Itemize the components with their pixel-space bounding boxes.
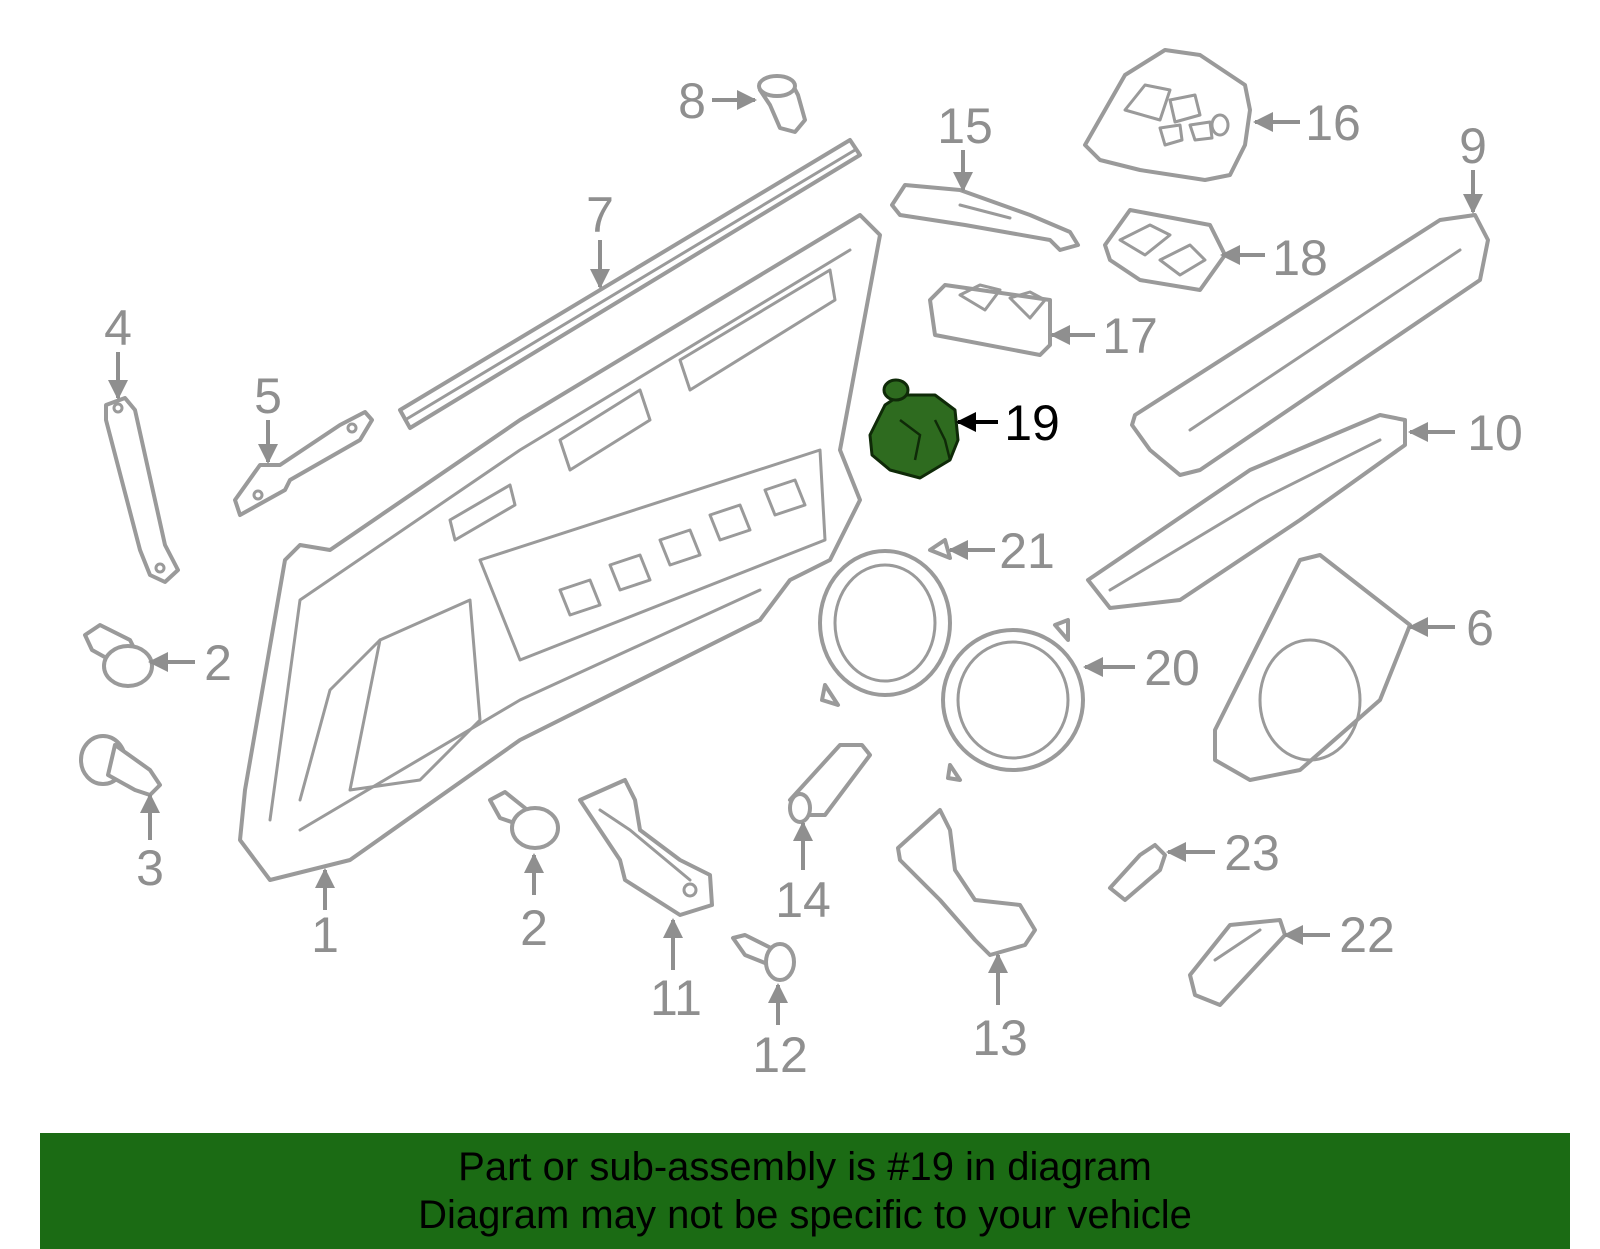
part-2-clip-bottom bbox=[488, 790, 560, 850]
callout-2-left: 2 bbox=[204, 635, 232, 691]
part-5-bracket bbox=[233, 410, 374, 517]
part-21-speaker-bracket bbox=[818, 538, 952, 707]
banner-line-part-number: Part or sub-assembly is #19 in diagram bbox=[458, 1145, 1152, 1189]
part-18-window-switch bbox=[1103, 208, 1227, 292]
part-20-speaker-bracket bbox=[941, 618, 1085, 782]
part-7-belt-moulding bbox=[398, 138, 862, 430]
callout-6: 6 bbox=[1466, 600, 1494, 656]
part-9-armrest-trim bbox=[1130, 213, 1490, 477]
callout-11: 11 bbox=[650, 970, 702, 1026]
part-13-duct bbox=[896, 808, 1037, 957]
callout-13: 13 bbox=[972, 1010, 1028, 1066]
callout-20: 20 bbox=[1144, 640, 1200, 696]
part-12-screw bbox=[731, 933, 796, 982]
callout-12: 12 bbox=[752, 1027, 808, 1083]
part-16-switch-bezel bbox=[1083, 48, 1252, 182]
part-17-window-switch bbox=[928, 283, 1052, 357]
callout-15: 15 bbox=[937, 98, 993, 154]
callout-22: 22 bbox=[1339, 907, 1395, 963]
callout-8: 8 bbox=[678, 73, 706, 129]
leader-lines bbox=[108, 90, 1483, 1025]
part-4-bracket bbox=[104, 396, 180, 584]
part-15-trim-strip bbox=[890, 183, 1080, 252]
callout-23: 23 bbox=[1224, 825, 1280, 881]
callout-1: 1 bbox=[311, 907, 339, 963]
part-3-screw bbox=[79, 734, 162, 797]
part-14-pin bbox=[788, 743, 872, 824]
part-19-highlighted-switch bbox=[868, 378, 960, 480]
callout-9: 9 bbox=[1459, 118, 1487, 174]
banner-line-disclaimer: Diagram may not be specific to your vehi… bbox=[418, 1193, 1192, 1237]
part-23-bulb bbox=[1108, 843, 1167, 902]
callout-5: 5 bbox=[254, 368, 282, 424]
callout-3: 3 bbox=[136, 840, 164, 896]
part-10-lower-trim bbox=[1086, 413, 1407, 610]
callout-labels: 1 2 2 3 4 5 6 7 8 9 10 11 12 13 14 15 16… bbox=[104, 73, 1523, 1083]
part-22-lamp bbox=[1188, 918, 1287, 1007]
part-6-speaker-grille bbox=[1213, 553, 1412, 782]
callout-2-bottom: 2 bbox=[520, 900, 548, 956]
callout-7: 7 bbox=[586, 187, 614, 243]
callout-4: 4 bbox=[104, 300, 132, 356]
callout-16: 16 bbox=[1305, 95, 1361, 151]
part-2-clip-left bbox=[83, 623, 154, 688]
callout-17: 17 bbox=[1102, 308, 1158, 364]
callout-19: 19 bbox=[1004, 395, 1060, 451]
callout-21: 21 bbox=[999, 523, 1055, 579]
callout-14: 14 bbox=[775, 872, 831, 928]
part-1-door-trim-panel bbox=[238, 213, 882, 882]
part-8-clip bbox=[757, 74, 807, 134]
info-banner: Part or sub-assembly is #19 in diagram D… bbox=[40, 1133, 1570, 1249]
part-11-bracket bbox=[578, 778, 714, 917]
callout-10: 10 bbox=[1467, 405, 1523, 461]
callout-18: 18 bbox=[1272, 230, 1328, 286]
